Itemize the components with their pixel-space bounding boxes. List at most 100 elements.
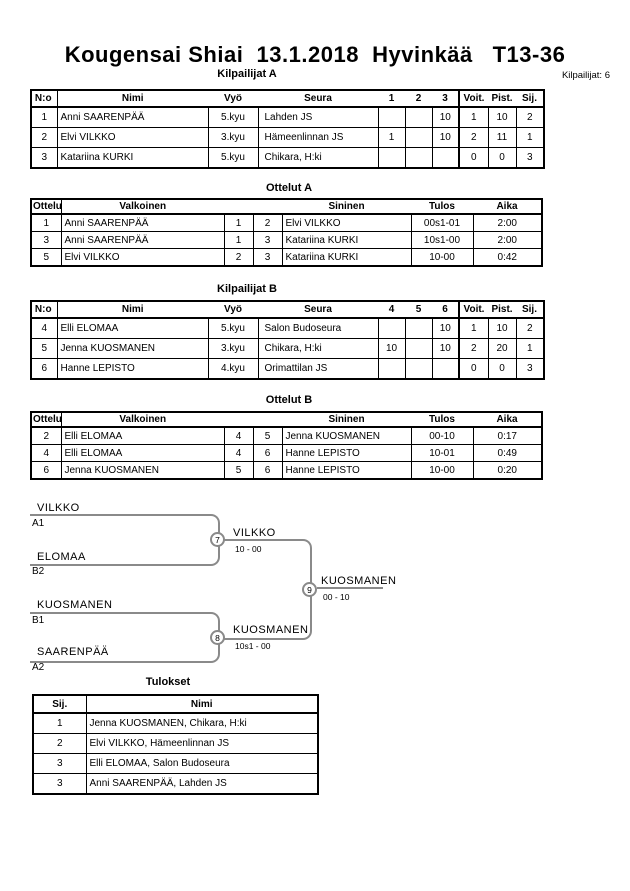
table-header-row: N:o Nimi Vyö Seura 4 5 6 Voit. Pist. Sij… [31, 301, 544, 319]
bracket-entry-seed: B1 [32, 615, 45, 626]
table-row: 3 Elli ELOMAA, Salon Budoseura [32, 753, 319, 774]
cell-belt: 4.kyu [207, 358, 259, 380]
cell-name: Katariina KURKI [56, 147, 209, 169]
cell-result: 10-01 [410, 444, 474, 462]
cell-match-number: 6 [30, 461, 62, 480]
cell-result: 10s1-00 [410, 231, 474, 249]
table-row: 4 Elli ELOMAA 4 6 Hanne LEPISTO 10-01 0:… [30, 444, 543, 462]
col-header [224, 199, 253, 215]
cell-name: Anni SAARENPÄÄ [56, 106, 209, 128]
col-header: Nimi [57, 301, 208, 319]
table-row: 1 Anni SAARENPÄÄ 1 2 Elvi VILKKO 00s1-01… [30, 213, 543, 232]
cell-club: Hämeenlinnan JS [257, 127, 379, 148]
table-row: 5 Elvi VILKKO 2 3 Katariina KURKI 10-00 … [30, 248, 543, 267]
col-header: Ottelu [31, 199, 62, 215]
table-header-row: Sij. Nimi [33, 695, 318, 714]
cell-number: 2 [30, 127, 58, 148]
cell-time: 2:00 [472, 213, 543, 232]
cell-match-number: 3 [30, 231, 62, 249]
cell-points: 0 [487, 358, 517, 380]
cell-points: 11 [487, 127, 517, 148]
bracket-line-bottom-a2 [30, 637, 220, 663]
cell-club: Chikara, H:ki [257, 338, 379, 359]
col-header: Sininen [282, 199, 411, 215]
cell-place: 3 [32, 773, 87, 795]
col-header: Voit. [458, 301, 488, 319]
cell-white-no: 4 [223, 444, 254, 462]
cell-white: Elli ELOMAA [60, 426, 225, 445]
cell-belt: 5.kyu [207, 147, 259, 169]
cell-points: 10 [487, 317, 517, 339]
match-circle-8: 8 [210, 630, 225, 645]
cell-blue: Hanne LEPISTO [281, 444, 412, 462]
cell-points: 20 [487, 338, 517, 359]
cell-score [404, 106, 433, 128]
cell-club: Lahden JS [257, 106, 379, 128]
cell-time: 0:17 [472, 426, 543, 445]
cell-score [377, 358, 406, 380]
cell-name: Elvi VILKKO, Hämeenlinnan JS [85, 733, 319, 754]
col-header: Tulos [411, 412, 473, 428]
section-title-competitors-b: Kilpailijat B [217, 283, 277, 295]
cell-place: 2 [515, 106, 545, 128]
col-header [253, 412, 282, 428]
cell-club: Orimattilan JS [257, 358, 379, 380]
cell-wins: 0 [458, 358, 489, 380]
cell-result: 10-00 [410, 461, 474, 480]
bracket-final-line [317, 587, 383, 593]
cell-match-number: 4 [30, 444, 62, 462]
table-row: 6 Hanne LEPISTO 4.kyu Orimattilan JS 0 0… [30, 358, 545, 380]
cell-white-no: 1 [223, 231, 254, 249]
col-header: 4 [378, 301, 405, 319]
cell-wins: 0 [458, 147, 489, 169]
bracket-final-score: 00 - 10 [323, 592, 350, 602]
cell-time: 0:20 [472, 461, 543, 480]
table-row: 1 Anni SAARENPÄÄ 5.kyu Lahden JS 10 1 10… [30, 106, 545, 128]
cell-points: 0 [487, 147, 517, 169]
cell-wins: 2 [458, 338, 489, 359]
section-title-results: Tulokset [145, 676, 191, 688]
section-title-competitors-a: Kilpailijat A [217, 68, 277, 80]
cell-score [404, 358, 433, 380]
cell-match-number: 2 [30, 426, 62, 445]
cell-white: Anni SAARENPÄÄ [60, 213, 225, 232]
table-row: 4 Elli ELOMAA 5.kyu Salon Budoseura 10 1… [30, 317, 545, 339]
table-row: 2 Elvi VILKKO 3.kyu Hämeenlinnan JS 1 10… [30, 127, 545, 148]
col-header: Seura [258, 90, 378, 108]
bracket-match-score: 10 - 00 [235, 544, 262, 554]
col-header: 5 [405, 301, 432, 319]
cell-blue-no: 5 [252, 426, 283, 445]
col-header: Sij. [516, 301, 544, 319]
table-row: 3 Katariina KURKI 5.kyu Chikara, H:ki 0 … [30, 147, 545, 169]
cell-score [404, 147, 433, 169]
table-row: 3 Anni SAARENPÄÄ, Lahden JS [32, 773, 319, 795]
cell-number: 1 [30, 106, 58, 128]
cell-blue: Jenna KUOSMANEN [281, 426, 412, 445]
bracket-winner-line-8 [224, 589, 312, 640]
cell-place: 1 [515, 127, 545, 148]
table-row: 6 Jenna KUOSMANEN 5 6 Hanne LEPISTO 10-0… [30, 461, 543, 480]
participants-count: Kilpailijat: 6 [561, 70, 610, 81]
bracket-line-bottom-b2 [30, 540, 220, 566]
cell-wins: 1 [458, 106, 489, 128]
bracket-line-top-b1 [30, 612, 220, 639]
cell-score [377, 106, 406, 128]
table-row: 1 Jenna KUOSMANEN, Chikara, H:ki [32, 712, 319, 734]
cell-white: Jenna KUOSMANEN [60, 461, 225, 480]
cell-blue: Elvi VILKKO [281, 213, 412, 232]
cell-blue-no: 2 [252, 213, 283, 232]
cell-white-no: 1 [223, 213, 254, 232]
col-header: 2 [405, 90, 432, 108]
cell-blue-no: 6 [252, 444, 283, 462]
cell-name: Elvi VILKKO [56, 127, 209, 148]
col-header: Sij. [33, 695, 87, 714]
cell-number: 4 [30, 317, 58, 339]
bracket-entry-name: ELOMAA [37, 551, 86, 563]
cell-blue: Katariina KURKI [281, 248, 412, 267]
col-header: Nimi [86, 695, 318, 714]
col-header: 1 [378, 90, 405, 108]
cell-score: 10 [431, 338, 460, 359]
cell-result: 00s1-01 [410, 213, 474, 232]
bracket-entry-seed: A2 [32, 662, 45, 673]
col-header: Vyö [208, 90, 258, 108]
